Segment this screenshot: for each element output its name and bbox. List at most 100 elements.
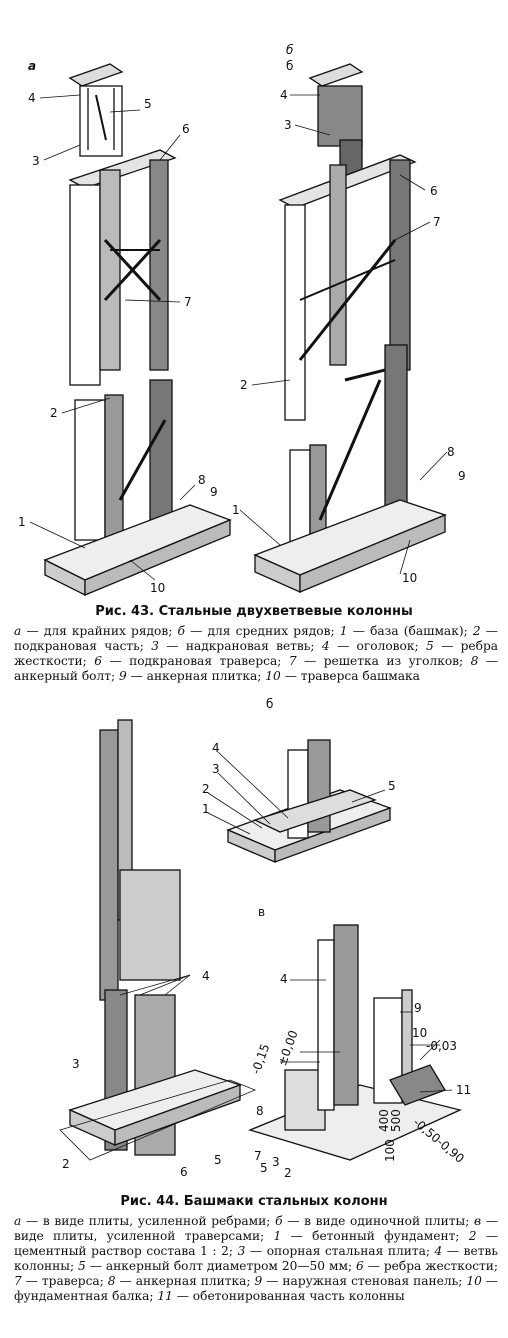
legend-43-item-key: 8 [470,654,479,668]
legend-43-item-text: — анкерная плитка; [126,669,266,683]
legend-43-item-key: 4 [321,639,330,653]
legend-44-item-text: — в виде плиты, усиленной ребрами; [21,1214,276,1228]
callout-b-6: 6 [430,184,438,198]
panel-label-a: а [28,59,36,73]
panel-label-b: б [266,697,273,711]
legend-43-item-text: — база (башмак); [347,624,473,638]
legend-44-item-key: 1 [273,1229,282,1243]
legend-44-item-text: — виде плиты, усиленной траверсами; [14,1214,499,1243]
legend-44-item-text: — фундаментная балка; [14,1274,498,1303]
legend-44-item-key: 10 [466,1274,482,1288]
legend-43-item-key: а [14,624,22,638]
callout-b-7: 7 [433,215,441,229]
figure-44-legend: а — в виде плиты, усиленной ребрами; б —… [14,1214,498,1304]
callout-b-2: 2 [240,378,248,392]
legend-43-item-key: 6 [94,654,102,668]
callout-a-6: 6 [182,122,190,136]
legend-43-item-key: 1 [339,624,348,638]
legend-43-item-text: — подкрановая часть; [14,624,498,653]
legend-43-item-key: 5 [425,639,434,653]
callout-a-3: 3 [72,1057,80,1071]
legend-44-item-key: а [14,1214,22,1228]
callout-b-10: 10 [402,571,417,585]
legend-44-item-text: — опорная стальная плита; [245,1244,435,1258]
legend-44-item-key: 7 [14,1274,22,1288]
dim-100: 100 [383,1139,397,1162]
callout-v-7: 7 [254,1149,262,1163]
legend-44-item-text: — обетонированная часть колонны [172,1289,405,1303]
legend-43-item-key: б [177,624,185,638]
legend-44-item-key: 3 [237,1244,246,1258]
callout-v-3: 3 [272,1155,280,1169]
panel-label-b: б [286,43,294,57]
figure-44-title: Рис. 44. Башмаки стальных колонн [120,1194,388,1209]
legend-43-item-text: — траверса башмака [280,669,420,683]
callout-b-4: 4 [212,741,220,755]
callout-a-1: 1 [18,515,26,529]
callout-a-7: 7 [184,295,192,309]
callout-a-3: 3 [32,154,40,168]
callout-a-10: 10 [150,581,165,595]
legend-43-item-key: 9 [118,669,127,683]
legend-43-item-key: 10 [265,669,281,683]
legend-44-item-text: — анкерный болт диаметром 20—50 мм; [85,1259,357,1273]
callout-b-6-top: б [286,59,293,73]
callout-a-8: 8 [198,473,206,487]
callout-b-1: 1 [232,503,240,517]
legend-43-item-text: — для крайних рядов; [21,624,178,638]
legend-44-item-key: в [474,1214,482,1228]
legend-43-item-text: — оголовок; [329,639,426,653]
legend-43-item-text: — анкерный болт; [14,654,499,683]
callout-a-5: 5 [144,97,152,111]
callout-v-8: 8 [256,1104,264,1118]
figure-44-drawing: б в 4 3 2 6 5 4 3 2 1 5 4 9 10 -0,03 -0,… [0,690,508,1188]
legend-44-item-text: — ветвь колонны; [14,1244,498,1273]
callout-v-4: 4 [280,972,288,986]
callout-a-4: 4 [202,969,210,983]
legend-44-item-text: — анкерная плитка; [115,1274,255,1288]
callout-a-6: 6 [180,1165,188,1179]
legend-43-item-text: — надкрановая ветвь; [159,639,322,653]
legend-44-item-text: — наружная стеновая панель; [262,1274,467,1288]
callout-b-3: 3 [284,118,292,132]
figure-43-title: Рис. 43. Стальные двухветвевые колонны [95,604,413,619]
level-minus-003: -0,03 [426,1039,457,1053]
callout-v-2: 2 [284,1166,292,1180]
callout-b-9: 9 [458,469,466,483]
legend-44-item-text: — ребра жесткости; [363,1259,498,1273]
dim-500: 500 [389,1109,403,1132]
legend-43-item-text: — ребра жесткости; [14,639,499,668]
callout-a-9: 9 [210,485,218,499]
legend-43-item-key: 7 [288,654,297,668]
callout-a-4: 4 [28,91,36,105]
legend-43-item-text: — для средних рядов; [184,624,340,638]
legend-44-item-key: 5 [78,1259,86,1273]
legend-44-item-key: 6 [356,1259,364,1273]
dim-400: 400 [377,1109,391,1132]
legend-44-item-text: — цементный раствор состава 1 : 2; [14,1229,499,1258]
callout-a-2: 2 [50,406,58,420]
figure-43-legend: а — для крайних рядов; б — для средних р… [14,624,498,684]
legend-44-item-key: 4 [434,1244,443,1258]
legend-43-item-key: 2 [472,624,481,638]
callout-v-10: 10 [412,1026,427,1040]
legend-44-item-text: — бетонный фундамент; [281,1229,469,1243]
callout-a-2: 2 [62,1157,70,1171]
callout-b-1: 1 [202,802,210,816]
level-minus-050-090: -0,50-0,90 [410,1115,467,1166]
callout-b-3: 3 [212,762,220,776]
callout-v-11: 11 [456,1083,471,1097]
legend-44-item-key: 9 [254,1274,263,1288]
callout-b-2: 2 [202,782,210,796]
callout-a-5: 5 [214,1153,222,1167]
legend-43-item-text: — подкрановая траверса; [101,654,289,668]
callout-b-5: 5 [388,779,396,793]
legend-43-item-key: 3 [151,639,160,653]
panel-label-v: в [258,905,265,919]
legend-44-item-key: 11 [157,1289,173,1303]
figure-43-drawing: а б 4 5 3 6 7 2 1 8 9 10 б 4 3 6 7 2 8 9… [0,0,508,600]
callout-v-5: 5 [260,1161,268,1175]
legend-44-item-key: 8 [107,1274,116,1288]
legend-44-item-text: — траверса; [21,1274,108,1288]
legend-44-item-key: б [275,1214,283,1228]
